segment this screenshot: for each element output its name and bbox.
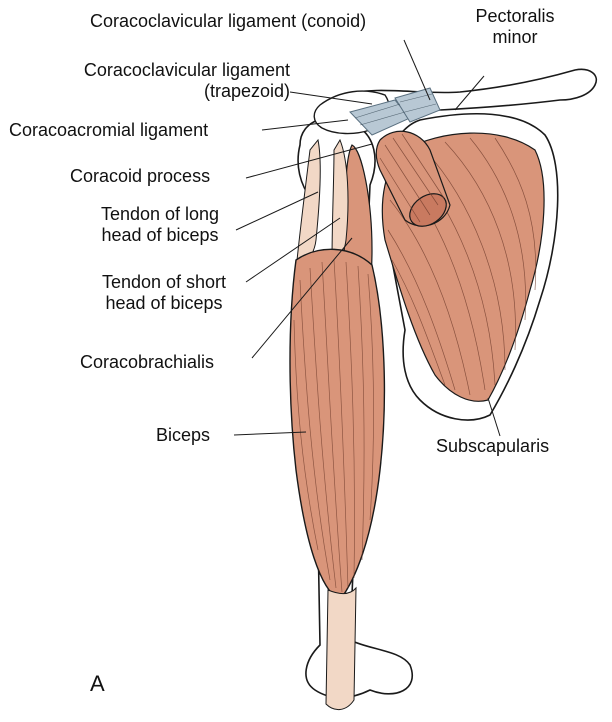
label-long-head-line1: Tendon of long [80,204,240,225]
label-coracoacromial-ligament: Coracoacromial ligament [9,120,208,141]
label-subscapularis: Subscapularis [436,436,549,457]
panel-letter: A [90,671,105,697]
label-coracoclavicular-trapezoid: Coracoclavicular ligament (trapezoid) [20,60,290,102]
label-coracobrachialis: Coracobrachialis [80,352,214,373]
label-trapezoid-line2: (trapezoid) [20,81,290,102]
label-biceps: Biceps [156,425,210,446]
label-short-head-line1: Tendon of short [80,272,248,293]
label-pectoralis-line1: Pectoralis [452,6,578,27]
biceps-distal-tendon [326,588,356,710]
label-short-head-line2: head of biceps [80,293,248,314]
label-long-head-tendon: Tendon of long head of biceps [80,204,240,246]
label-short-head-tendon: Tendon of short head of biceps [80,272,248,314]
label-trapezoid-line1: Coracoclavicular ligament [20,60,290,81]
label-pectoralis-line2: minor [452,27,578,48]
label-long-head-line2: head of biceps [80,225,240,246]
label-coracoclavicular-conoid: Coracoclavicular ligament (conoid) [90,11,366,32]
label-pectoralis-minor: Pectoralis minor [452,6,578,48]
label-coracoid-process: Coracoid process [70,166,210,187]
